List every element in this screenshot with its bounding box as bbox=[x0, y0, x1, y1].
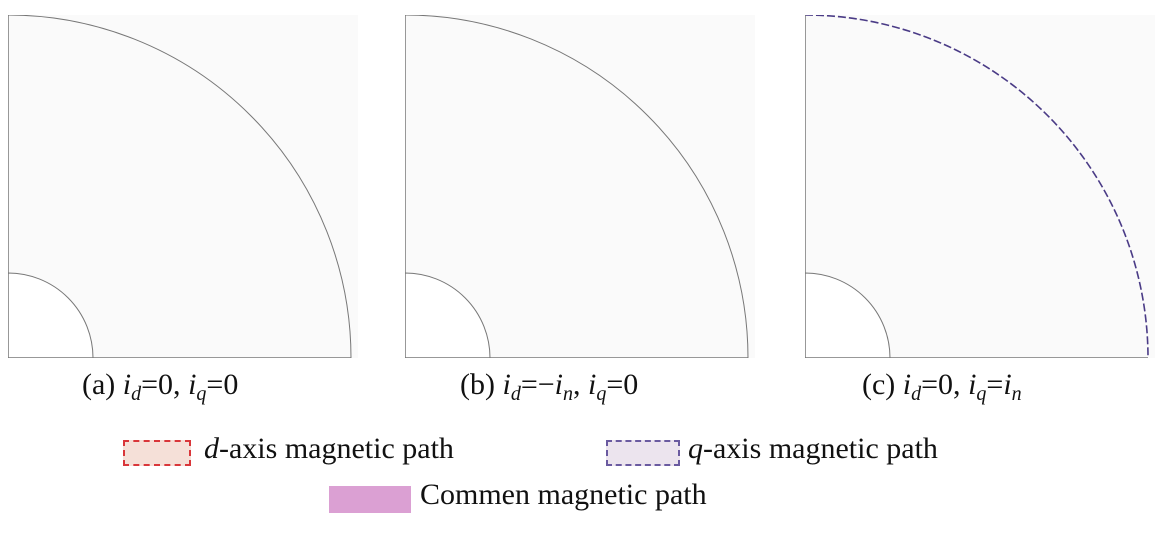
q-axis-prefix: q bbox=[688, 432, 703, 465]
caption-part: n bbox=[563, 383, 574, 405]
caption-c: (c) id=0, iq=in bbox=[862, 368, 1022, 406]
caption-part: =− bbox=[520, 368, 555, 401]
caption-part: i bbox=[902, 368, 912, 401]
caption-a: (a) id=0, iq=0 bbox=[82, 368, 238, 406]
stator-outer-arc bbox=[805, 15, 1149, 358]
caption-part: q bbox=[976, 383, 987, 405]
caption-part: i bbox=[122, 368, 132, 401]
q-axis-label-text: -axis magnetic path bbox=[703, 432, 938, 465]
caption-part: =0 bbox=[206, 368, 239, 401]
common-legend-label: Commen magnetic path bbox=[420, 478, 707, 511]
caption-part: i bbox=[502, 368, 511, 401]
d-axis-legend-swatch bbox=[123, 440, 191, 466]
motor-cross-section-c bbox=[805, 15, 1155, 358]
stator-outer-arc bbox=[405, 15, 749, 358]
caption-part: = bbox=[986, 368, 1004, 401]
d-axis-label-text: -axis magnetic path bbox=[219, 432, 454, 465]
caption-part: d bbox=[911, 383, 922, 405]
caption-part: d bbox=[131, 383, 142, 405]
caption-part: i bbox=[588, 368, 597, 401]
d-axis-legend-label: d-axis magnetic path bbox=[204, 432, 454, 466]
q-axis-legend-swatch bbox=[606, 440, 680, 466]
panel-c-flux-diagram bbox=[805, 15, 1155, 358]
caption-part: i bbox=[188, 368, 197, 401]
motor-cross-section-b bbox=[405, 15, 755, 358]
caption-part: d bbox=[510, 383, 521, 405]
caption-part: n bbox=[1011, 383, 1022, 405]
q-axis-legend-label: q-axis magnetic path bbox=[688, 432, 938, 466]
motor-cross-section-a bbox=[8, 15, 358, 358]
caption-part: i bbox=[554, 368, 564, 401]
caption-part: =0, bbox=[141, 368, 189, 401]
shaft-bore bbox=[805, 272, 891, 358]
caption-part: (a) bbox=[82, 368, 123, 401]
shaft-bore bbox=[405, 272, 491, 358]
caption-part: (b) bbox=[460, 368, 503, 401]
panel-a-flux-diagram bbox=[8, 15, 358, 358]
panel-b-flux-diagram bbox=[405, 15, 755, 358]
shaft-bore bbox=[8, 272, 94, 358]
caption-b: (b) id=−in, iq=0 bbox=[460, 368, 638, 406]
caption-part: , bbox=[573, 368, 589, 401]
stator-outer-arc bbox=[8, 15, 352, 358]
caption-part: q bbox=[196, 383, 207, 405]
caption-part: =0 bbox=[606, 368, 639, 401]
caption-part: i bbox=[968, 368, 977, 401]
caption-part: i bbox=[1003, 368, 1012, 401]
common-legend-swatch bbox=[329, 486, 411, 513]
d-axis-prefix: d bbox=[204, 432, 219, 465]
caption-part: (c) bbox=[862, 368, 903, 401]
caption-part: q bbox=[596, 383, 607, 405]
caption-part: =0, bbox=[921, 368, 969, 401]
